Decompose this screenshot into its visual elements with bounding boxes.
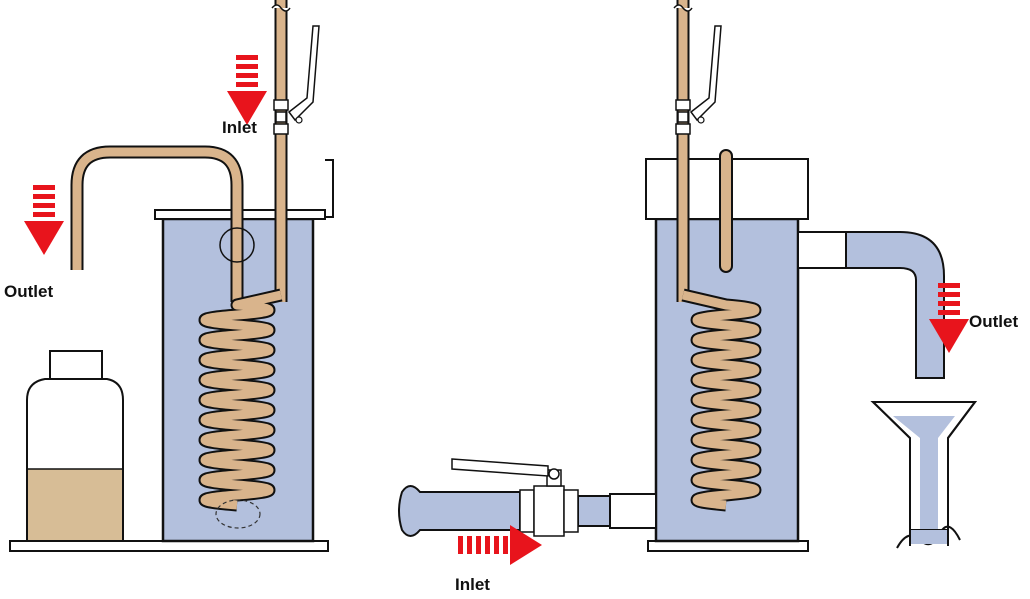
left-outlet-label: Outlet: [4, 282, 54, 301]
arrow-down-dashed-icon: [24, 185, 64, 255]
right-inlet-label: Inlet: [455, 575, 490, 594]
right-inlet-pipe: [398, 485, 657, 537]
right-cooling-coil: [681, 288, 762, 512]
coil-tube: [200, 290, 282, 510]
right-setup: [398, 0, 977, 565]
left-base-plate: [9, 540, 329, 552]
left-coupling: [219, 227, 255, 263]
left-inlet-label: Inlet: [222, 118, 257, 137]
left-coil-bottom-hidden: [215, 499, 261, 529]
coil-tube: [681, 290, 760, 510]
collection-bottle: [26, 350, 124, 542]
arrow-down-dashed-icon: [227, 55, 267, 125]
right-base-plate: [647, 540, 809, 552]
right-outlet-label: Outlet: [969, 312, 1019, 331]
right-outlet-pipe: [797, 231, 945, 379]
right-rod: [719, 149, 733, 273]
left-cooling-coil: [198, 288, 283, 512]
left-inlet-valve: [273, 25, 320, 135]
collected-liquid: [28, 469, 122, 540]
left-setup: [9, 0, 334, 552]
right-inlet-valve: [675, 25, 722, 135]
ball-valve: [451, 458, 579, 537]
funnel: [870, 401, 977, 549]
